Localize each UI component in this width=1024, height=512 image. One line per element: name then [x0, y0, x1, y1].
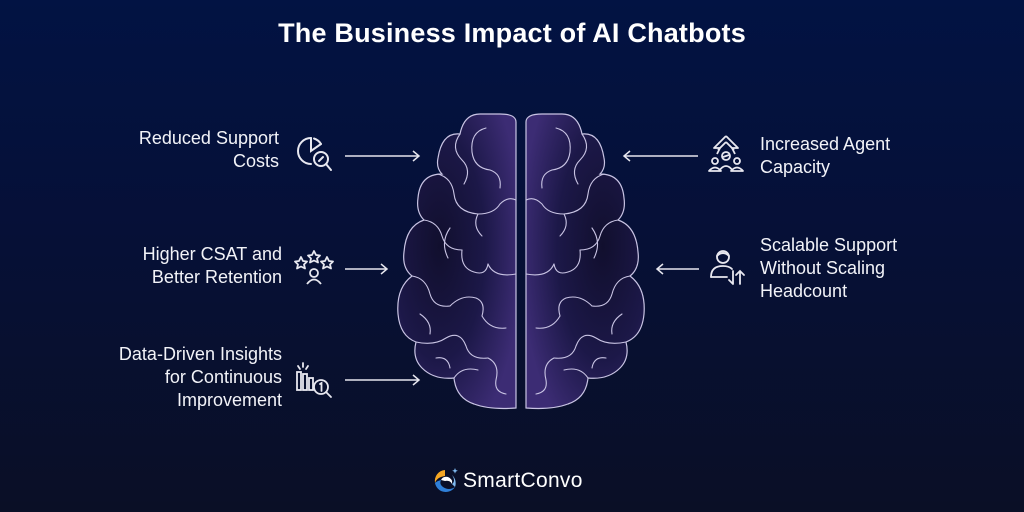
arrow-right — [345, 149, 421, 162]
arrow-right — [345, 373, 421, 386]
team-growth-arrow-icon — [706, 134, 746, 174]
impact-label-higher-csat: Higher CSAT and Better Retention — [143, 243, 282, 289]
label-line: Increased Agent — [760, 134, 891, 154]
pie-chart-search-icon — [294, 134, 334, 174]
label-line: Better Retention — [151, 267, 282, 287]
arrow-left — [622, 149, 698, 162]
impact-label-scalable-support: Scalable Support Without Scaling Headcou… — [760, 234, 897, 303]
label-line: Higher CSAT and — [142, 244, 282, 264]
brand-logo: SmartConvo — [431, 467, 583, 495]
stars-user-icon — [294, 247, 334, 287]
impact-label-data-driven-insights: Data-Driven Insights for Continuous Impr… — [119, 343, 282, 412]
agent-scale-arrows-icon — [707, 247, 747, 287]
smartconvo-logo-icon — [431, 467, 459, 495]
label-line: Without Scaling — [760, 258, 886, 278]
impact-label-increased-agent-capacity: Increased Agent Capacity — [760, 133, 890, 179]
brain-icon — [390, 108, 652, 414]
label-line: Capacity — [760, 157, 831, 177]
impact-label-reduced-support-costs: Reduced Support Costs — [139, 127, 279, 173]
label-line: Improvement — [176, 390, 282, 410]
label-line: Data-Driven Insights — [118, 344, 282, 364]
label-line: Scalable Support — [760, 235, 898, 255]
label-line: Costs — [232, 151, 279, 171]
label-line: Headcount — [760, 281, 848, 301]
arrow-left — [655, 262, 699, 275]
brand-name: SmartConvo — [463, 469, 583, 492]
label-line: for Continuous — [164, 367, 282, 387]
bar-chart-search-icon — [294, 360, 334, 400]
label-line: Reduced Support — [138, 128, 279, 148]
page-title: The Business Impact of AI Chatbots — [278, 18, 746, 48]
arrow-right — [345, 262, 389, 275]
